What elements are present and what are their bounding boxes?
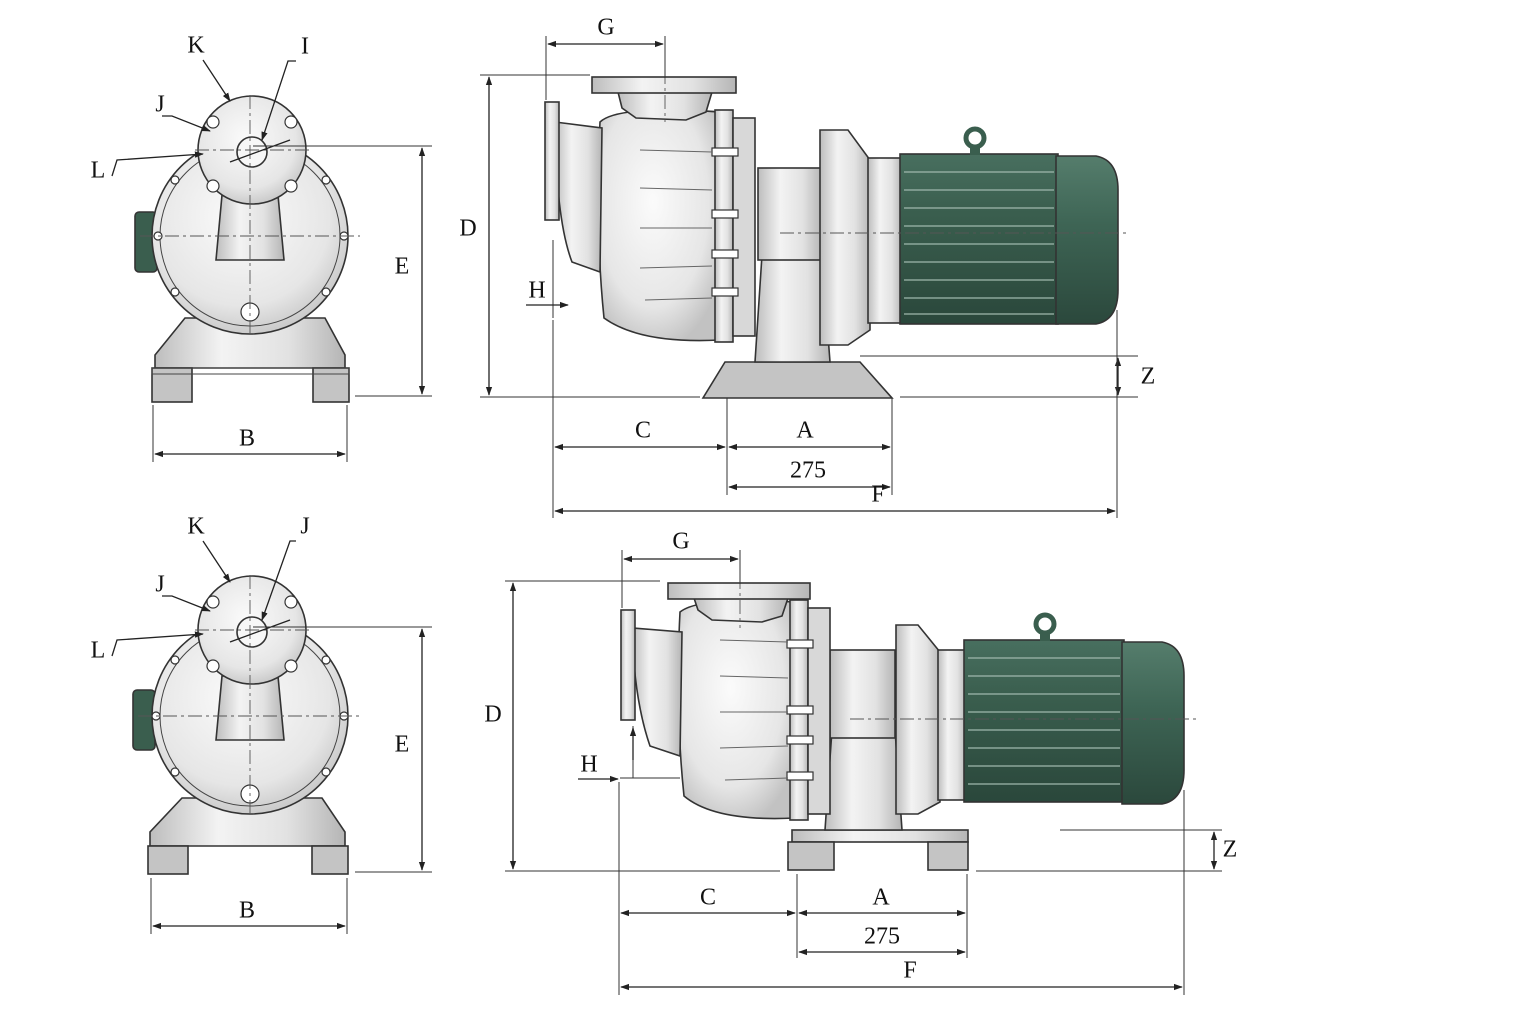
v1-front-base-plate bbox=[151, 367, 350, 375]
view-1-side-view: G D H C A 275 F Z bbox=[459, 15, 1156, 518]
v1-side-inlet-neck bbox=[554, 121, 603, 274]
v1-front-bolt bbox=[321, 287, 331, 297]
v1-front-flange-bolt bbox=[206, 115, 220, 129]
v1-front-flange-bolt bbox=[206, 179, 220, 193]
v2-side-fan-cover bbox=[1121, 641, 1185, 805]
v2-side-discharge-flange bbox=[667, 582, 811, 600]
v1-label-A: A bbox=[796, 418, 814, 444]
v1-label-D: D bbox=[459, 216, 476, 242]
v2-side-foot-right bbox=[927, 841, 969, 871]
v2-label-K: K bbox=[187, 514, 205, 540]
v2-side-motor-flange bbox=[895, 624, 941, 815]
v2-label-275: 275 bbox=[864, 924, 900, 950]
v2-label-A: A bbox=[872, 885, 890, 911]
v1-side-pump-casing bbox=[597, 109, 721, 342]
v1-label-Z: Z bbox=[1141, 364, 1156, 390]
view-1-front-view: K I J L E B bbox=[91, 33, 432, 462]
v2-front-flange-bolt bbox=[206, 595, 220, 609]
v2-front-foot-left bbox=[147, 845, 189, 875]
v2-front-discharge-port bbox=[236, 616, 268, 648]
v1-side-motor-adapter bbox=[867, 157, 903, 324]
v1-front-bolt bbox=[170, 175, 180, 185]
v2-side-casing-ribs bbox=[719, 639, 789, 781]
v2-side-lifting-eye bbox=[1033, 612, 1057, 636]
v2-front-foot-right bbox=[311, 845, 349, 875]
v1-label-L: L bbox=[91, 158, 106, 184]
v1-label-275: 275 bbox=[790, 458, 826, 484]
v2-label-G: G bbox=[672, 529, 689, 555]
v1-label-J: J bbox=[155, 92, 164, 118]
v1-front-discharge-port bbox=[236, 136, 268, 168]
v2-label-D: D bbox=[484, 702, 501, 728]
v2-label-H: H bbox=[580, 752, 597, 778]
view-2-side-view: G D H C A 275 F Z bbox=[484, 529, 1238, 995]
v2-side-foot-left bbox=[787, 841, 835, 871]
v2-side-inlet-flange bbox=[620, 609, 636, 721]
v2-label-C: C bbox=[700, 885, 716, 911]
v2-side-inlet-neck bbox=[631, 627, 683, 758]
v2-side-pedestal bbox=[824, 729, 903, 831]
v1-front-bolt bbox=[170, 287, 180, 297]
v2-label-L: L bbox=[91, 638, 106, 664]
v1-label-C: C bbox=[635, 418, 651, 444]
v2-label-J: J bbox=[155, 572, 164, 598]
v2-side-motor-adapter bbox=[937, 649, 967, 801]
view-2-front-view: K J J L E B bbox=[91, 514, 432, 934]
v1-side-casing-ribs bbox=[639, 149, 713, 301]
v1-label-I: I bbox=[301, 34, 309, 60]
v2-front-flange-bolt bbox=[284, 595, 298, 609]
v2-label-B: B bbox=[239, 898, 255, 924]
v1-front-flange-bolt bbox=[284, 115, 298, 129]
v1-label-G: G bbox=[597, 15, 614, 41]
v2-side-cover-bolts bbox=[786, 639, 814, 781]
v2-front-bolt bbox=[321, 767, 331, 777]
v2-side-bearing-housing bbox=[829, 649, 896, 739]
v1-side-base bbox=[701, 361, 894, 399]
v2-front-bolt bbox=[321, 655, 331, 665]
v2-front-flange-bolt bbox=[206, 659, 220, 673]
v2-side-motor-body bbox=[963, 639, 1125, 803]
v1-side-cover-plate bbox=[714, 109, 734, 343]
v1-label-B: B bbox=[239, 426, 255, 452]
v2-label-Z: Z bbox=[1223, 837, 1238, 863]
v2-front-bolt bbox=[170, 767, 180, 777]
v1-side-bearing-housing bbox=[757, 167, 823, 261]
v1-side-motor-fins bbox=[904, 171, 1054, 315]
v1-front-bolt bbox=[321, 175, 331, 185]
v1-side-motor-flange bbox=[819, 129, 871, 346]
v1-side-cover-ring bbox=[732, 117, 756, 337]
v2-side-pump-casing bbox=[677, 599, 796, 820]
v2-side-motor-fins bbox=[968, 657, 1120, 785]
v1-side-discharge-flange bbox=[591, 76, 737, 94]
v1-front-flange-bolt bbox=[284, 179, 298, 193]
v1-front-foot-left bbox=[151, 367, 193, 403]
v2-front-flange-bolt bbox=[284, 659, 298, 673]
v1-front-foot-right bbox=[312, 367, 350, 403]
v2-label-E: E bbox=[395, 732, 410, 758]
v1-side-lifting-eye bbox=[963, 126, 987, 150]
v2-label-J-top: J bbox=[300, 514, 309, 540]
v1-label-H: H bbox=[528, 278, 545, 304]
v1-label-K: K bbox=[187, 33, 205, 59]
v1-label-E: E bbox=[395, 254, 410, 280]
v1-label-F: F bbox=[871, 482, 884, 508]
v1-side-inlet-flange bbox=[544, 101, 560, 221]
v1-side-pedestal bbox=[754, 254, 831, 363]
v2-side-base-plate bbox=[791, 829, 969, 843]
v2-label-F: F bbox=[903, 958, 916, 984]
v1-side-cover-bolts bbox=[711, 147, 739, 297]
v1-side-fan-cover bbox=[1055, 155, 1119, 325]
v2-front-bolt bbox=[170, 655, 180, 665]
